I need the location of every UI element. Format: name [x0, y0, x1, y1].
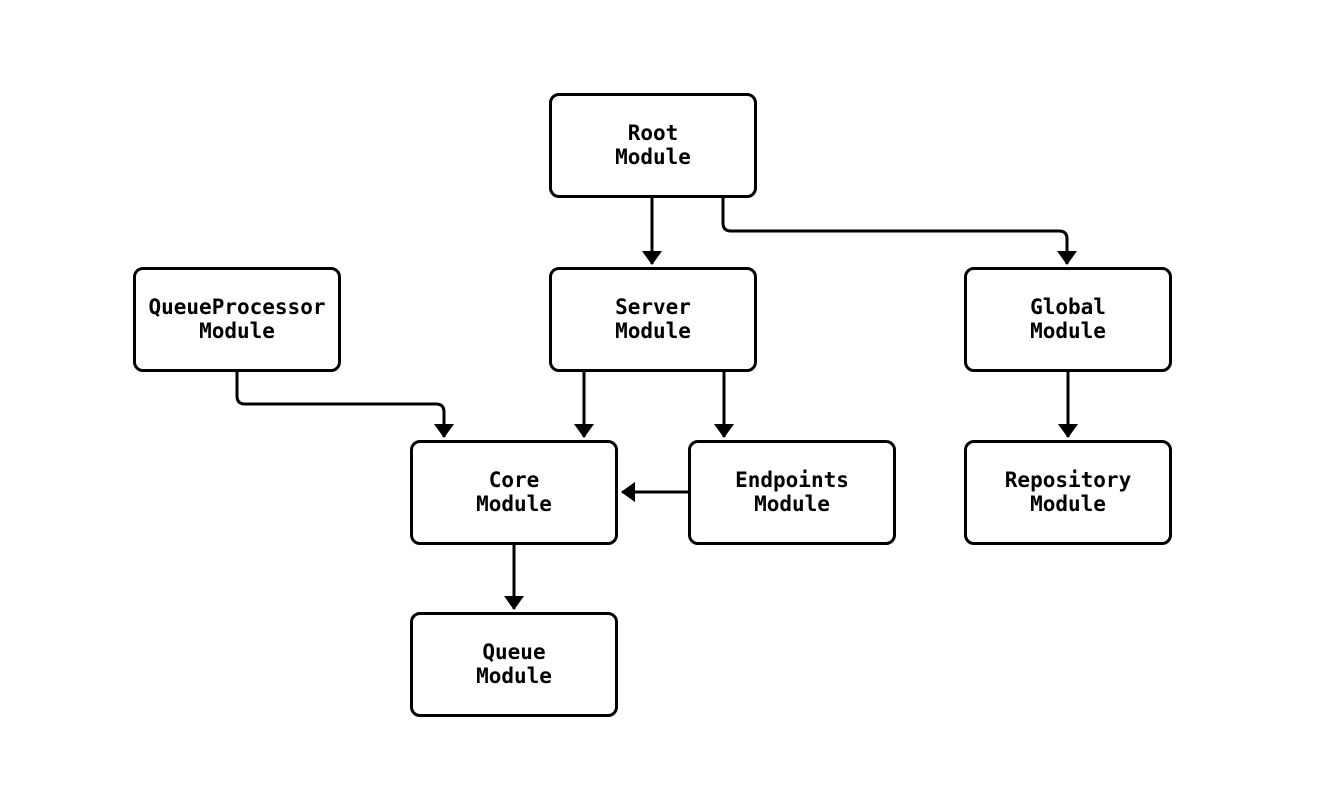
node-queue-module: Queue Module: [410, 612, 618, 717]
node-server-module: Server Module: [549, 267, 757, 372]
node-queue-module-label: Queue Module: [476, 640, 552, 688]
node-endpoints-module: Endpoints Module: [688, 440, 896, 545]
node-repository-module-label: Repository Module: [1004, 468, 1132, 516]
node-root-module-label: Root Module: [615, 121, 691, 169]
edge-root-to-global: [721, 198, 1077, 265]
node-global-module-label: Global Module: [1030, 295, 1106, 343]
node-root-module: Root Module: [549, 93, 757, 198]
node-core-module-label: Core Module: [476, 468, 552, 516]
node-endpoints-module-label: Endpoints Module: [735, 468, 849, 516]
node-repository-module: Repository Module: [964, 440, 1172, 545]
node-server-module-label: Server Module: [615, 295, 691, 343]
edge-queueprocessor-to-core: [235, 372, 454, 438]
node-core-module: Core Module: [410, 440, 618, 545]
node-global-module: Global Module: [964, 267, 1172, 372]
node-queueprocessor-module: QueueProcessor Module: [133, 267, 341, 372]
node-queueprocessor-module-label: QueueProcessor Module: [148, 295, 326, 343]
